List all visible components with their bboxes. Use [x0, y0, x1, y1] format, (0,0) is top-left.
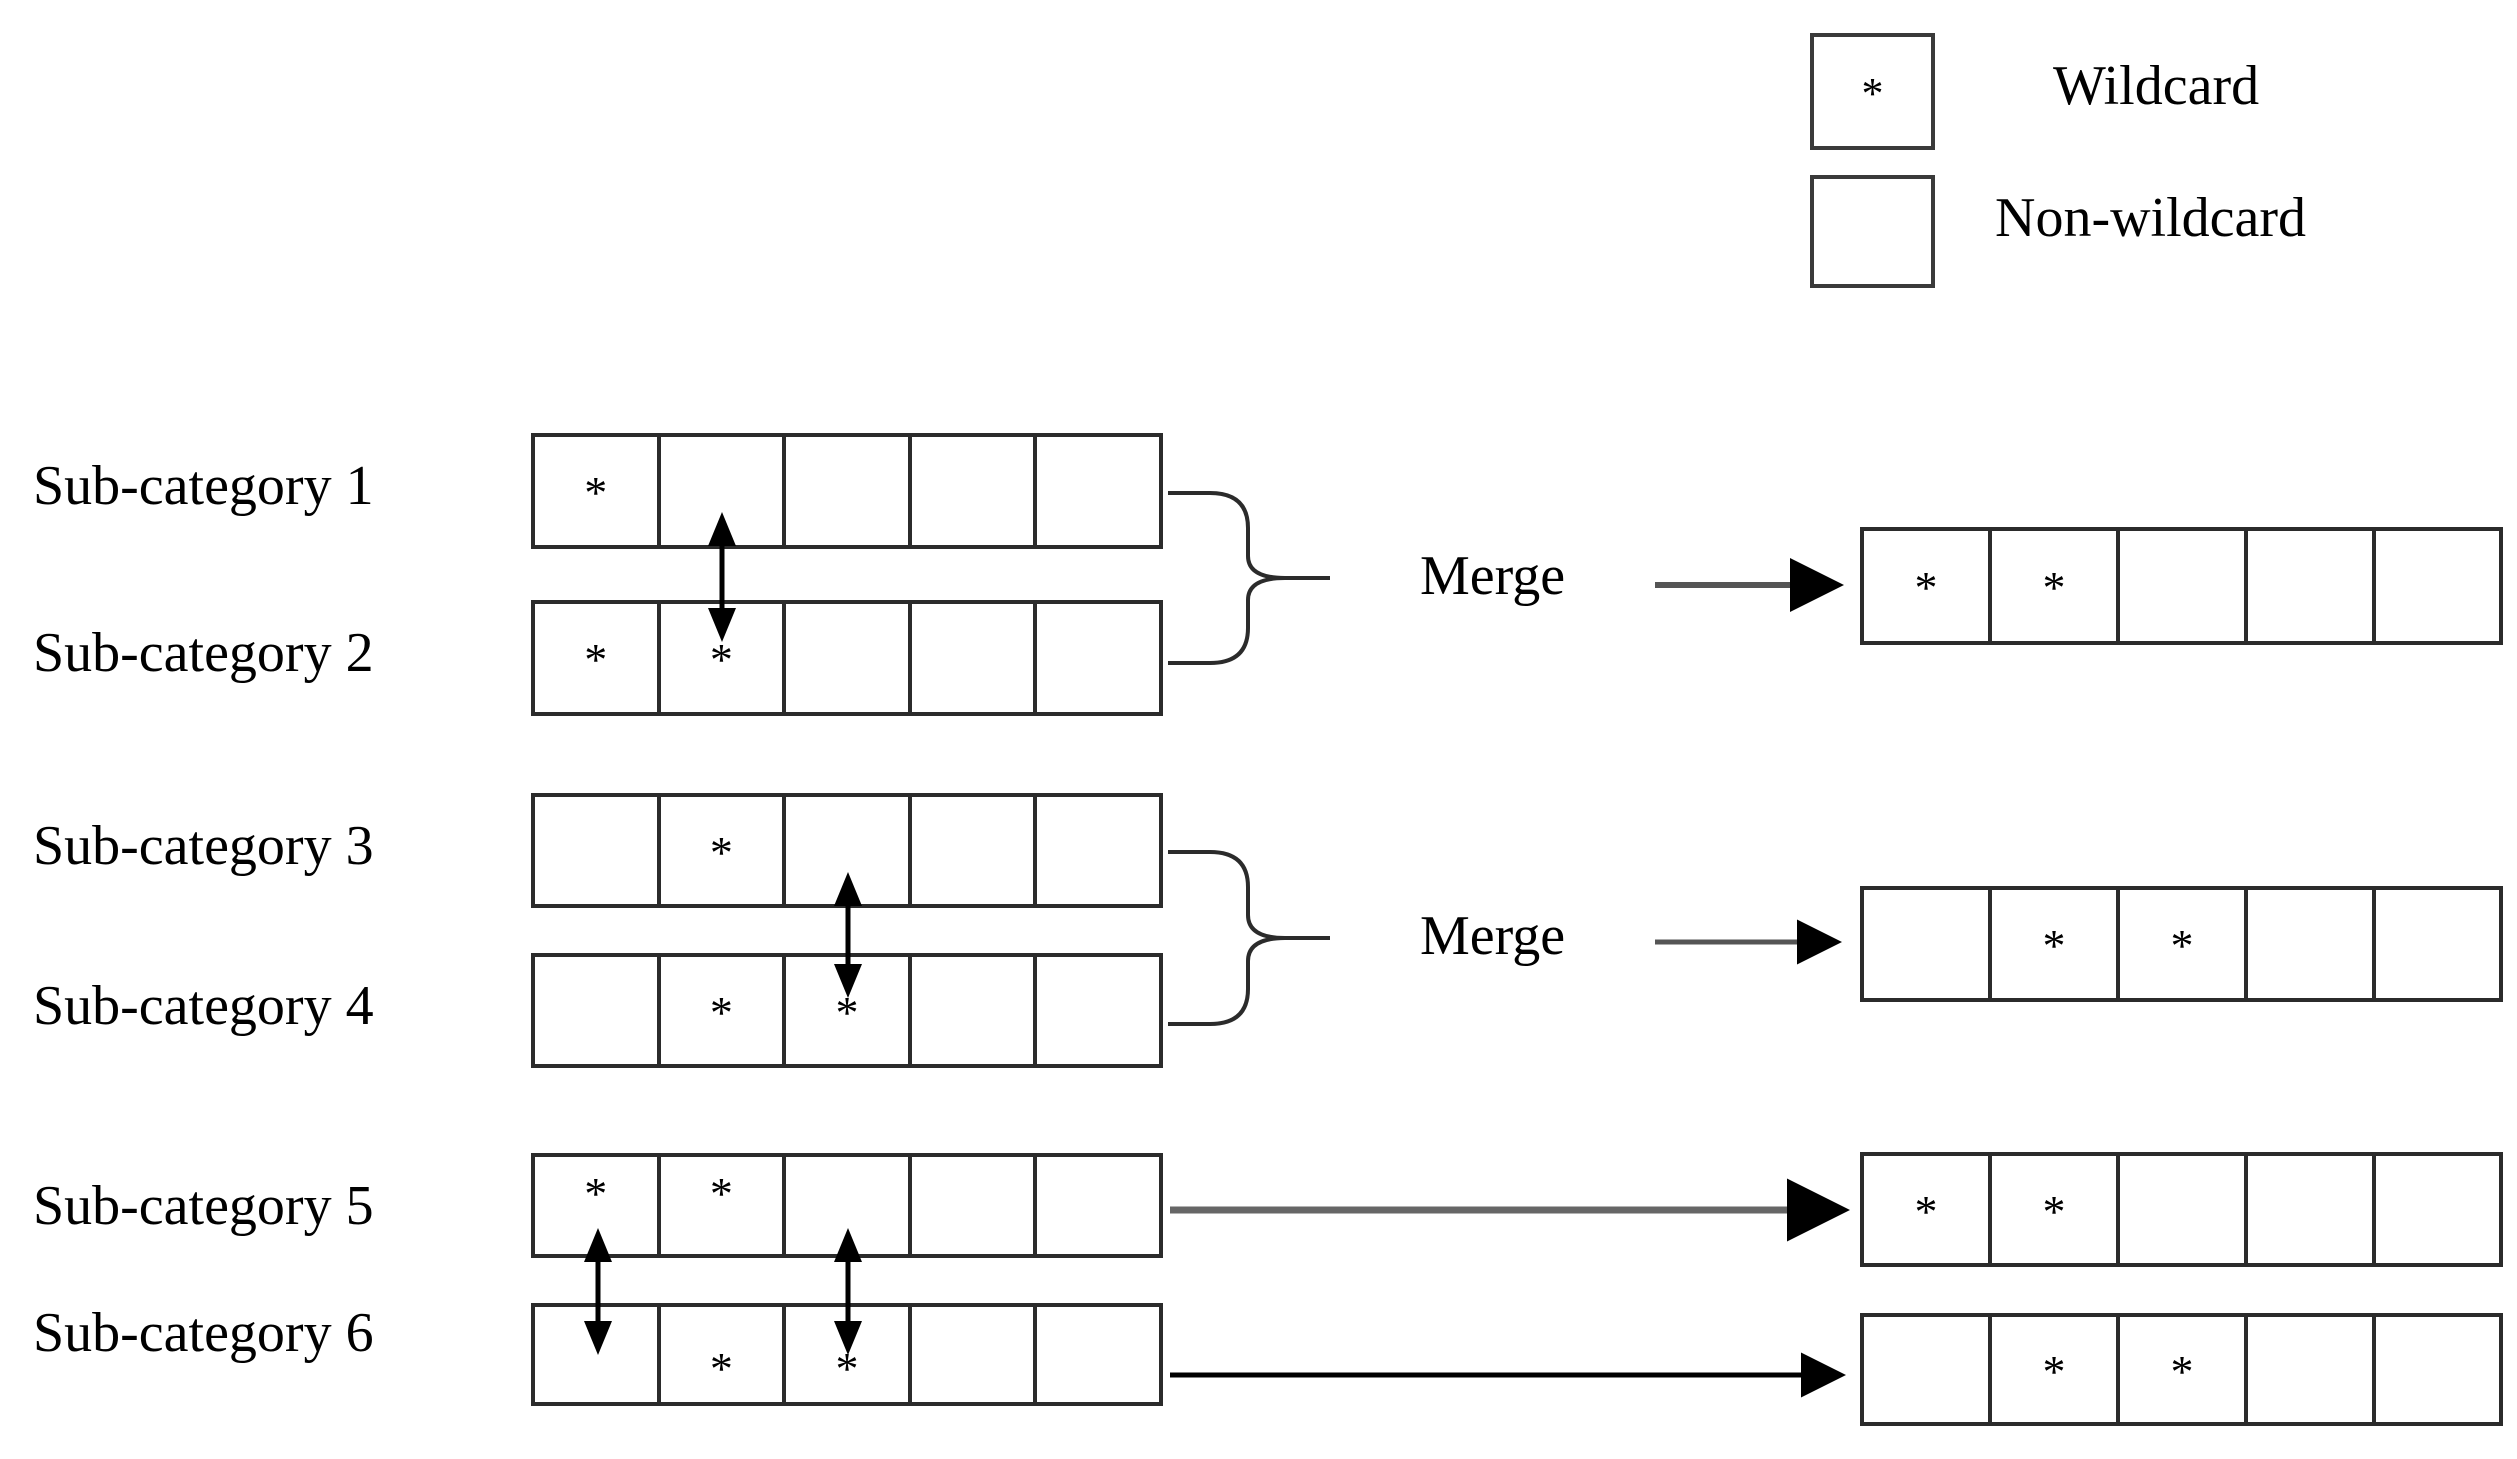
input-row-sub-category-1: *	[531, 433, 1163, 549]
cell	[2376, 531, 2499, 641]
cell: *	[2120, 890, 2248, 998]
cell	[1037, 797, 1159, 904]
cell: *	[786, 957, 912, 1064]
input-row-sub-category-4: * *	[531, 953, 1163, 1068]
wildcard-asterisk-icon: *	[1914, 1185, 1938, 1237]
cell: *	[661, 604, 787, 712]
cell	[786, 604, 912, 712]
wildcard-asterisk-icon: *	[709, 1167, 733, 1219]
input-row-sub-category-5: * *	[531, 1153, 1163, 1258]
wildcard-asterisk-icon: *	[2042, 920, 2066, 971]
cell	[2248, 1156, 2376, 1263]
cell: *	[1992, 890, 2120, 998]
output-row-sub-category-5: * *	[1860, 1152, 2503, 1267]
cell	[912, 604, 1038, 712]
cell	[786, 437, 912, 545]
cell	[535, 1307, 661, 1402]
output-row-sub-category-6: * *	[1860, 1313, 2503, 1426]
wildcard-asterisk-icon: *	[709, 986, 733, 1038]
cell: *	[1992, 531, 2120, 641]
cell: *	[1992, 1317, 2120, 1422]
cell	[912, 1157, 1038, 1254]
cell	[535, 797, 661, 904]
row-label-sub-category-2: Sub-category 2	[33, 622, 374, 684]
merge-label-group-2: Merge	[1420, 905, 1566, 967]
cell: *	[661, 1157, 787, 1254]
cell	[912, 1307, 1038, 1402]
wildcard-asterisk-icon: *	[2042, 562, 2066, 613]
wildcard-asterisk-icon: *	[584, 1167, 608, 1219]
cell	[786, 1157, 912, 1254]
cell: *	[786, 1307, 912, 1402]
cell	[1037, 1157, 1159, 1254]
cell: *	[661, 1307, 787, 1402]
wildcard-asterisk-icon: *	[709, 634, 733, 685]
wildcard-asterisk-icon: *	[2170, 1345, 2194, 1397]
cell	[1037, 604, 1159, 712]
cell: *	[661, 797, 787, 904]
cell	[1864, 1317, 1992, 1422]
wildcard-asterisk-icon: *	[584, 634, 608, 685]
merge-brace-group-1	[1168, 491, 1330, 665]
cell: *	[535, 604, 661, 712]
legend-label-wildcard: Wildcard	[2053, 55, 2260, 117]
wildcard-asterisk-icon: *	[835, 1342, 859, 1394]
legend-swatch-non-wildcard	[1810, 175, 1935, 288]
wildcard-asterisk-icon: *	[1914, 562, 1938, 613]
cell	[786, 797, 912, 904]
wildcard-asterisk-icon: *	[2170, 920, 2194, 971]
wildcard-asterisk-icon: *	[2042, 1185, 2066, 1237]
cell	[2120, 531, 2248, 641]
cell: *	[1864, 531, 1992, 641]
cell	[2376, 890, 2499, 998]
output-row-group-1: * *	[1860, 527, 2503, 645]
wildcard-asterisk-icon: *	[835, 986, 859, 1038]
row-label-sub-category-1: Sub-category 1	[33, 455, 374, 517]
cell: *	[1864, 1156, 1992, 1263]
wildcard-asterisk-icon: *	[584, 467, 608, 518]
cell	[2248, 1317, 2376, 1422]
cell	[912, 957, 1038, 1064]
cell: *	[661, 957, 787, 1064]
cell: *	[535, 1157, 661, 1254]
row-label-sub-category-4: Sub-category 4	[33, 975, 374, 1037]
row-label-sub-category-5: Sub-category 5	[33, 1175, 374, 1237]
row-label-sub-category-6: Sub-category 6	[33, 1302, 374, 1364]
merge-brace-group-2	[1168, 850, 1330, 1026]
cell	[912, 797, 1038, 904]
cell	[661, 437, 787, 545]
cell	[535, 957, 661, 1064]
row-label-sub-category-3: Sub-category 3	[33, 815, 374, 877]
output-row-group-2: * *	[1860, 886, 2503, 1002]
wildcard-asterisk-icon: *	[2042, 1345, 2066, 1397]
merge-label-group-1: Merge	[1420, 545, 1566, 607]
cell	[2248, 890, 2376, 998]
cell	[2376, 1317, 2499, 1422]
wildcard-asterisk-icon: *	[709, 1342, 733, 1394]
cell: *	[2120, 1317, 2248, 1422]
cell	[1864, 890, 1992, 998]
wildcard-asterisk-icon: *	[1861, 68, 1884, 118]
wildcard-asterisk-icon: *	[709, 826, 733, 878]
input-row-sub-category-3: *	[531, 793, 1163, 908]
cell	[1037, 957, 1159, 1064]
cell: *	[535, 437, 661, 545]
cell	[2376, 1156, 2499, 1263]
input-row-sub-category-2: * *	[531, 600, 1163, 716]
cell	[2120, 1156, 2248, 1263]
cell	[912, 437, 1038, 545]
cell: *	[1992, 1156, 2120, 1263]
cell	[1037, 437, 1159, 545]
cell	[2248, 531, 2376, 641]
legend-label-non-wildcard: Non-wildcard	[1995, 187, 2307, 249]
legend-swatch-wildcard: *	[1810, 33, 1935, 150]
input-row-sub-category-6: * *	[531, 1303, 1163, 1406]
cell	[1037, 1307, 1159, 1402]
